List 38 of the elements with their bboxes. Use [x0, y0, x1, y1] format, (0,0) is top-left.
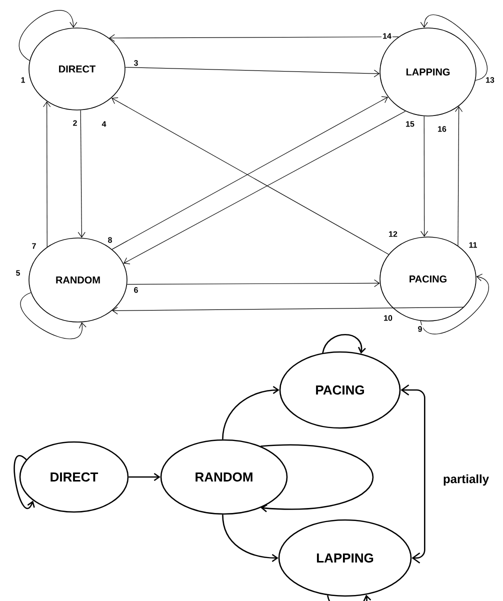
edge-label: 9: [416, 325, 424, 333]
edge-label: 6: [132, 286, 140, 294]
arrow: [125, 67, 380, 78]
edge-label: 16: [436, 125, 448, 133]
edge-label: partially: [442, 473, 490, 487]
edge-label: 15: [404, 120, 416, 128]
loop-arrow: [20, 292, 86, 340]
edge-label: 5: [14, 269, 22, 277]
edge-label: 1: [20, 76, 26, 84]
arrow: [222, 386, 280, 440]
loop-arrow: [19, 10, 78, 61]
edge-label: 11: [468, 241, 478, 249]
transition-number: 4: [102, 121, 106, 127]
arrow: [126, 279, 380, 288]
arrow: [78, 110, 86, 238]
loop-arrow: [260, 444, 374, 512]
edge-label: 2: [72, 119, 78, 127]
edge-label: 12: [388, 230, 398, 238]
arrow: [400, 384, 426, 564]
loop-arrow: [322, 334, 366, 354]
arrow: [420, 116, 428, 237]
arrow: [112, 306, 464, 314]
edge-label: 8: [106, 236, 114, 244]
loop-arrow: [14, 455, 35, 509]
arrow: [455, 106, 463, 246]
arrow: [222, 514, 278, 562]
arrow: [43, 101, 51, 248]
loop-arrow: [326, 594, 372, 601]
edge-label: 7: [30, 242, 38, 250]
edge-label: 13: [484, 76, 496, 84]
edge-label: 14: [382, 32, 392, 40]
loop-arrow: [420, 14, 488, 81]
arrow: [109, 34, 399, 42]
loop-arrow: [420, 274, 489, 334]
edge-label: 3: [132, 59, 140, 67]
edge-label: 10: [382, 314, 394, 322]
arrow: [123, 110, 406, 264]
arrow: [128, 472, 160, 482]
